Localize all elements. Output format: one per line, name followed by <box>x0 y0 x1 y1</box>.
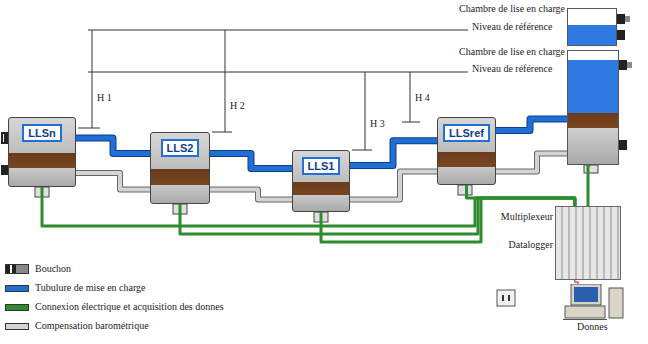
filling-tube <box>496 119 567 131</box>
legend-entry: Bouchon <box>5 262 71 276</box>
filling-tube <box>350 141 437 166</box>
node-label: Datalogger <box>509 239 553 251</box>
legend-text: Tubulure de mise en charge <box>35 282 146 294</box>
node-label: Chambre de lise en charge <box>459 3 565 15</box>
reservoir-tank: Chambre de lise en charge <box>567 50 619 165</box>
legend-text: Compensation barométrique <box>35 320 149 332</box>
barometric-tube <box>76 173 150 190</box>
sensor-box: LLS2 <box>150 132 210 204</box>
legend-entry: Compensation barométrique <box>5 319 149 333</box>
computer: Donnes <box>563 284 638 320</box>
signal-cable <box>180 198 575 234</box>
legend-entry: Tubulure de mise en charge <box>5 281 146 295</box>
node-label: Multiplexeur <box>501 211 553 223</box>
sensor-box: LLSref <box>437 117 496 185</box>
height-label: H 2 <box>229 100 246 112</box>
legend-text: Bouchon <box>35 263 71 275</box>
height-dimensions <box>78 30 420 150</box>
sensor-box: LLS1 <box>292 150 350 212</box>
computer-icon <box>563 284 638 320</box>
reference-line <box>88 72 468 73</box>
filling-tube <box>76 138 150 154</box>
signal-cable <box>467 185 575 206</box>
legend-swatch <box>5 285 29 292</box>
height-label: H 4 <box>414 92 431 104</box>
sensor-label: LLSn <box>22 124 62 142</box>
barometric-tube <box>210 190 292 200</box>
barometric-tube <box>496 154 567 172</box>
datalogger-rack: MultiplexeurDatalogger <box>555 206 621 280</box>
sensor-box: LLSn <box>8 117 76 187</box>
height-label: H 1 <box>96 92 113 104</box>
filling-tube <box>210 154 292 169</box>
sensor-label: LLS1 <box>302 157 341 175</box>
barometric-tube <box>350 171 437 199</box>
height-label: H 3 <box>369 118 386 130</box>
node-label: Chambre de lise en charge <box>459 46 565 58</box>
legend-entry: Connexion électrique et acquisition des … <box>5 300 224 314</box>
legend-text: Connexion électrique et acquisition des … <box>35 301 224 313</box>
legend-cap-symbol <box>5 264 29 274</box>
sensor-label: LLSref <box>443 124 490 142</box>
node-label: Donnes <box>577 321 608 333</box>
reference-line <box>88 30 468 31</box>
signal-cable <box>321 198 575 242</box>
legend-swatch <box>5 323 29 330</box>
data-cable <box>575 280 578 284</box>
reservoir-tank: Chambre de lise en charge <box>567 8 617 46</box>
sensor-label: LLS2 <box>161 139 200 157</box>
reference-level-label: Niveau de référence <box>471 21 554 33</box>
reference-level-label: Niveau de référence <box>471 63 554 75</box>
signal-cable <box>588 165 590 206</box>
legend-swatch <box>5 304 29 311</box>
wall-socket <box>497 290 515 306</box>
